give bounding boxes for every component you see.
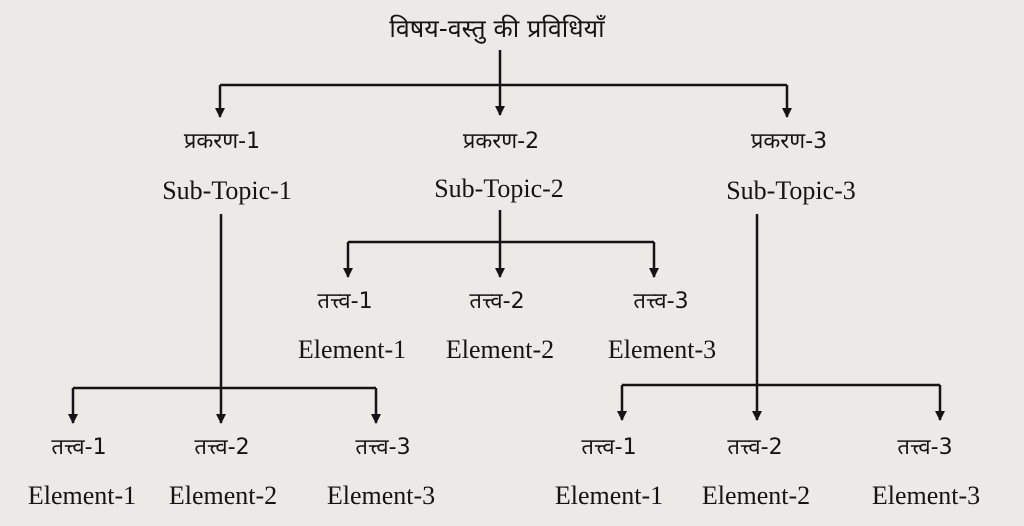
s3-element-2-english: Element-2 bbox=[701, 481, 811, 510]
s2-element-3-hindi: तत्त्व-3 bbox=[633, 289, 689, 314]
s2-element-1-english: Element-1 bbox=[297, 335, 407, 364]
s3-element-2-hindi: तत्त्व-2 bbox=[727, 435, 783, 460]
subtopic-3-english: Sub-Topic-3 bbox=[726, 176, 856, 205]
s1-element-3-hindi: तत्त्व-3 bbox=[355, 435, 411, 460]
s1-element-1-hindi: तत्त्व-1 bbox=[51, 435, 107, 460]
subtopic-1-english: Sub-Topic-1 bbox=[162, 176, 292, 205]
subtopic-1-hindi: प्रकरण-1 bbox=[183, 129, 261, 154]
s2-element-3-english: Element-3 bbox=[607, 335, 717, 364]
subtopic-2-hindi: प्रकरण-2 bbox=[462, 129, 540, 154]
s1-element-3-english: Element-3 bbox=[326, 481, 436, 510]
root-title: विषय-वस्तु की प्रविधियाँ bbox=[389, 14, 605, 43]
s3-element-1-english: Element-1 bbox=[554, 481, 664, 510]
s2-element-2-english: Element-2 bbox=[445, 335, 555, 364]
s1-element-1-english: Element-1 bbox=[27, 481, 137, 510]
s3-element-1-hindi: तत्त्व-1 bbox=[581, 435, 637, 460]
s2-element-2-hindi: तत्त्व-2 bbox=[469, 289, 525, 314]
s2-element-1-hindi: तत्त्व-1 bbox=[317, 289, 373, 314]
s1-element-2-english: Element-2 bbox=[168, 481, 278, 510]
s3-element-3-english: Element-3 bbox=[871, 481, 981, 510]
s1-element-2-hindi: तत्त्व-2 bbox=[194, 435, 250, 460]
subtopic-3-hindi: प्रकरण-3 bbox=[750, 129, 828, 154]
s3-element-3-hindi: तत्त्व-3 bbox=[897, 435, 953, 460]
subtopic-2-english: Sub-Topic-2 bbox=[434, 174, 564, 203]
